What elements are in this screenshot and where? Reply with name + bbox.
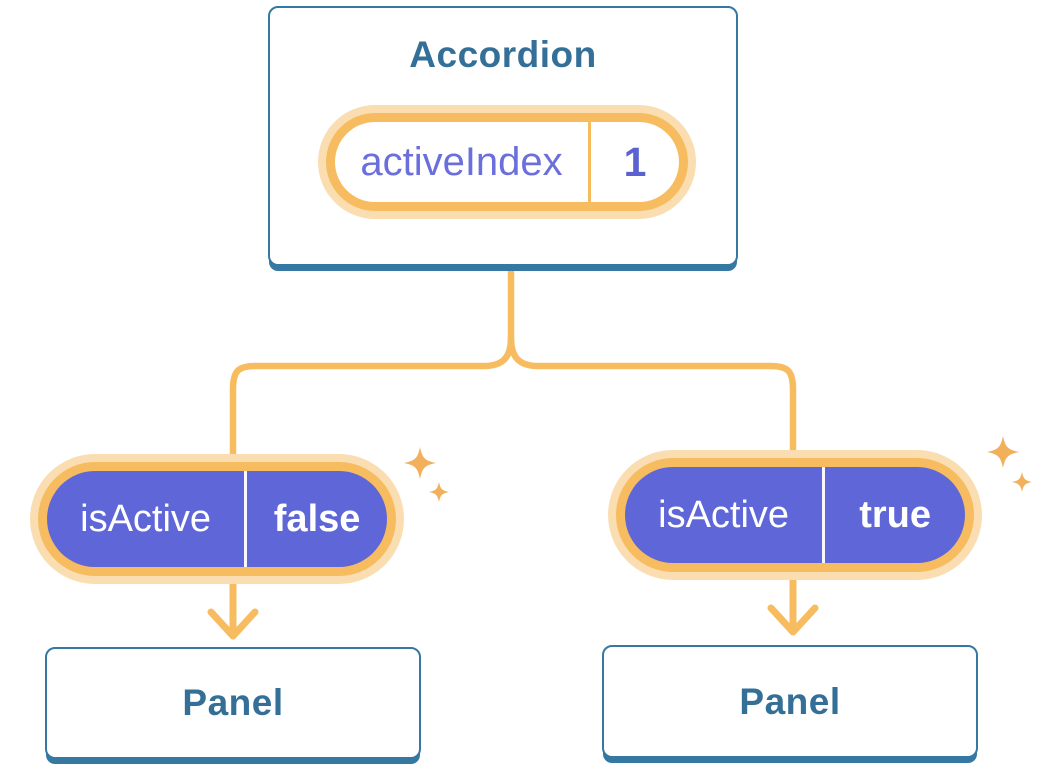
panel-title: Panel: [739, 680, 841, 722]
pill-divider: [822, 467, 826, 563]
connector-branch-right: [507, 337, 797, 454]
prop-name: isActive: [80, 497, 212, 540]
prop-pill-true: isActive true: [625, 467, 965, 563]
prop-value: false: [273, 497, 361, 540]
prop-name: isActive: [658, 493, 790, 536]
sparkle-icon: [987, 436, 1019, 468]
pill-divider: [588, 122, 591, 202]
state-value: 1: [623, 138, 647, 185]
panel-card-right: Panel: [602, 645, 978, 758]
accordion-title: Accordion: [409, 34, 597, 75]
connector-branch-left: [229, 337, 515, 458]
sparkle-icon: [404, 447, 436, 479]
pill-divider: [244, 471, 248, 567]
sparkle-icon: [429, 482, 449, 502]
sparkle-icon: [1012, 472, 1032, 492]
arrow-down-icon: [207, 576, 259, 640]
connector-tree: [229, 270, 797, 458]
prop-value: true: [859, 493, 931, 536]
panel-title: Panel: [182, 682, 284, 723]
panel-card-left: Panel: [45, 647, 421, 759]
arrow-down-icon: [767, 572, 819, 636]
state-pill: activeIndex 1: [335, 122, 679, 202]
prop-pill-false: isActive false: [47, 471, 387, 567]
state-name: activeIndex: [360, 139, 563, 184]
